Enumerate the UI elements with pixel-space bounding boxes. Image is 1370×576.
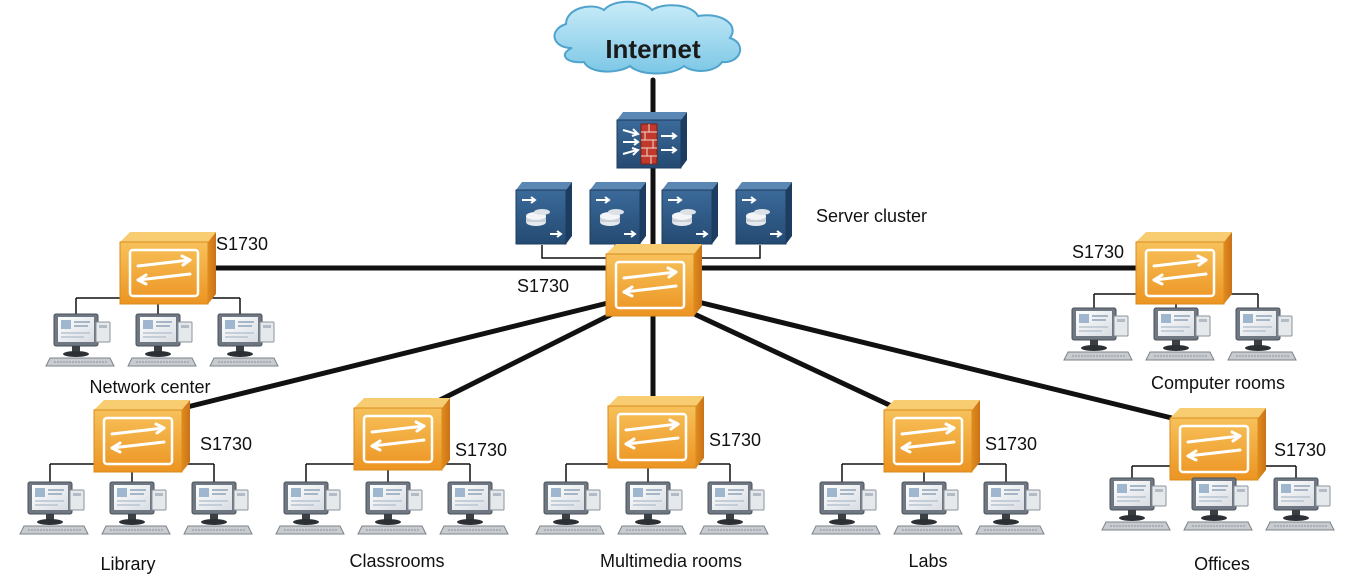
- workstation-icon: [1145, 307, 1215, 361]
- switch-icon: [606, 394, 706, 470]
- workstation-icon: [439, 481, 509, 535]
- workstation-icon: [1227, 307, 1297, 361]
- site-name-label: Offices: [1194, 554, 1250, 574]
- workstation-icon: [893, 481, 963, 535]
- switch-model-label: S1730: [985, 434, 1037, 454]
- workstation-icon: [1063, 307, 1133, 361]
- workstation-icon: [357, 481, 427, 535]
- workstation-icon: [101, 481, 171, 535]
- site-classrooms: S1730 Classrooms: [275, 396, 509, 571]
- server-cluster: Server cluster: [515, 181, 927, 245]
- workstation-icon: [975, 481, 1045, 535]
- internet-label: Internet: [605, 34, 701, 64]
- switch-icon: [1134, 230, 1234, 306]
- workstation-icon: [617, 481, 687, 535]
- core-switch: S1730: [517, 242, 704, 318]
- switch-icon: [604, 242, 704, 318]
- workstation-icon: [275, 481, 345, 535]
- workstation-icon: [1183, 477, 1253, 531]
- site-network-center: S1730 Network center: [45, 230, 279, 397]
- workstation-icon: [19, 481, 89, 535]
- workstation-icon: [535, 481, 605, 535]
- site-computer-rooms: S1730 Computer rooms: [1063, 230, 1297, 393]
- site-name-label: Computer rooms: [1151, 373, 1285, 393]
- site-labs: S1730 Labs: [811, 398, 1045, 571]
- switch-icon: [118, 230, 218, 306]
- site-name-label: Network center: [89, 377, 210, 397]
- workstation-icon: [209, 313, 279, 367]
- server-icon: [589, 181, 647, 245]
- core-switch-label: S1730: [517, 276, 569, 296]
- site-multimedia-rooms: S1730 Multimedia rooms: [535, 394, 769, 571]
- workstation-icon: [811, 481, 881, 535]
- switch-icon: [92, 398, 192, 474]
- link-core-offices: [687, 297, 1183, 423]
- switch-model-label: S1730: [200, 434, 252, 454]
- switch-icon: [882, 398, 982, 474]
- switch-icon: [352, 396, 452, 472]
- switch-model-label: S1730: [1274, 440, 1326, 460]
- link-core-classrooms: [427, 302, 633, 408]
- site-name-label: Library: [100, 554, 155, 574]
- workstation-icon: [127, 313, 197, 367]
- workstation-icon: [1101, 477, 1171, 531]
- internet-cloud: Internet: [553, 0, 742, 75]
- server-cluster-label: Server cluster: [816, 206, 927, 226]
- workstation-icon: [45, 313, 115, 367]
- switch-model-label: S1730: [455, 440, 507, 460]
- link-core-labs: [672, 302, 903, 413]
- switch-model-label: S1730: [216, 234, 268, 254]
- switch-model-label: S1730: [709, 430, 761, 450]
- server-icon: [735, 181, 793, 245]
- site-offices: S1730 Offices: [1101, 406, 1335, 574]
- site-name-label: Multimedia rooms: [600, 551, 742, 571]
- switch-icon: [1168, 406, 1268, 482]
- link-core-library: [172, 297, 623, 413]
- server-icon: [661, 181, 719, 245]
- switch-model-label: S1730: [1072, 242, 1124, 262]
- site-name-label: Labs: [908, 551, 947, 571]
- links: [172, 77, 1183, 423]
- site-library: S1730 Library: [19, 398, 253, 574]
- firewall-icon: [616, 112, 687, 169]
- workstation-icon: [699, 481, 769, 535]
- workstation-icon: [1265, 477, 1335, 531]
- workstation-icon: [183, 481, 253, 535]
- site-name-label: Classrooms: [349, 551, 444, 571]
- server-icon: [515, 181, 573, 245]
